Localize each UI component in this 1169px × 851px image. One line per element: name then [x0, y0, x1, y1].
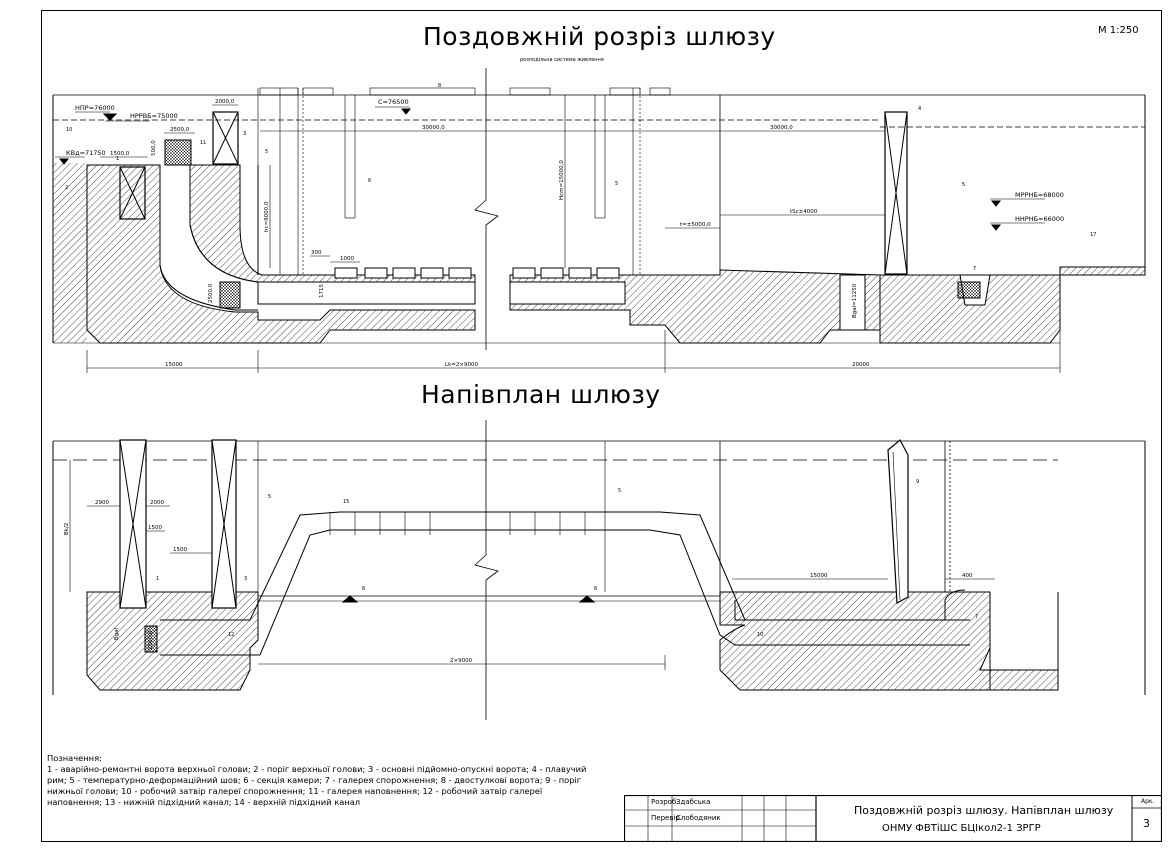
level-c: С=76500 [378, 98, 409, 106]
dim-lk: Lk=2×9000 [445, 362, 478, 368]
plan-num-1: 1 [156, 576, 159, 582]
plan-title: Напівплан шлюзу [421, 380, 661, 409]
num-6: 6 [368, 178, 371, 184]
plan-annotations: 2900 2000 1500 1500 Bk/2 Bgal 2500,0 2×9… [64, 479, 978, 664]
dim-1000: 1000 [340, 256, 354, 262]
level-mprnb: МРРНБ=68000 [1015, 191, 1064, 199]
stamp-org: ОНМУ ФВТіШС БЦІкол2-1 ЗРГР [882, 823, 1041, 834]
num-7: 7 [973, 266, 976, 272]
num-5a: 5 [265, 149, 268, 155]
dim-bgal: Bgal=11250 [852, 283, 858, 318]
num-3: 3 [243, 131, 246, 137]
plan-num-5b: 5 [618, 488, 621, 494]
dim-30000-left: 30000,0 [422, 125, 445, 131]
dim-20000: 20000 [852, 362, 870, 368]
num-10: 10 [66, 127, 72, 133]
level-npr: НПР=76000 [75, 104, 115, 112]
num-1: 1 [116, 156, 119, 162]
plan-dim-2500: 2500,0 [148, 630, 154, 650]
dim-1500: 1500,0 [110, 151, 130, 157]
legend: Позначення: 1 - аварійно-ремонтні ворота… [47, 753, 587, 808]
stamp-title: Поздовжній розріз шлюзу. Напівплан шлюзу [854, 804, 1114, 817]
dim-300: 300 [311, 250, 322, 256]
dim-2500-gal: 2500,0 [208, 283, 214, 303]
level-nprvb: НРРВБ=75000 [130, 112, 178, 120]
dim-2500-top: 2500,0 [170, 127, 190, 133]
plan-num-3: 3 [244, 576, 247, 582]
stamp-role-developer: Розроб. [651, 798, 679, 806]
plan-num-6a: 6 [362, 586, 365, 592]
stamp-sheet-number: 3 [1143, 817, 1150, 830]
section-drawing [52, 68, 1146, 373]
dim-t: t=±5000,0 [680, 222, 711, 228]
dim-hc-mid: Hcm=15000,0 [559, 160, 565, 200]
dim-tsc: tSc±4000 [790, 209, 818, 215]
plan-num-5a: 5 [268, 494, 271, 500]
dim-1715: 1715 [319, 284, 325, 298]
num-2: 2 [65, 185, 68, 191]
num-5c: 5 [962, 182, 965, 188]
level-nnrnb: ННРНБ=66000 [1015, 215, 1064, 223]
stamp-name-checker: Слободяник [676, 814, 721, 822]
drawing-frame [41, 10, 1162, 842]
num-5b: 5 [615, 181, 618, 187]
plan-num-9: 9 [916, 479, 919, 485]
plan-dim-bk2: Bk/2 [64, 523, 70, 535]
legend-text: 1 - аварійно-ремонтні ворота верхньої го… [47, 764, 587, 807]
plan-drawing [52, 420, 1146, 720]
num-11: 11 [200, 140, 206, 146]
stamp-name-developer: Здабська [676, 798, 711, 806]
num-17: 17 [1090, 232, 1096, 238]
plan-dim-1500a: 1500 [148, 525, 162, 531]
dim-2000-top: 2000,0 [215, 99, 235, 105]
plan-dim-2900: 2900 [95, 500, 109, 506]
dim-hc-left: hc=9000,0 [264, 201, 270, 232]
legend-heading: Позначення: [47, 753, 102, 763]
num-4: 4 [918, 106, 921, 112]
plan-dim-bgal: Bgal [114, 627, 120, 640]
plan-dim-15000: 15000 [810, 573, 828, 579]
plan-dim-1500b: 1500 [173, 547, 187, 553]
stamp-sheet-label: Арк. [1141, 798, 1155, 805]
plan-num-12: 12 [228, 632, 234, 638]
level-kv: КВд=71750 [66, 149, 106, 157]
supply-note: розподільна система живлення [520, 57, 604, 63]
num-8: 8 [438, 83, 441, 89]
dim-30000-right: 30000,0 [770, 125, 793, 131]
title-block: Розроб. Здабська Перевір. Слободяник Поз… [624, 795, 1162, 842]
plan-dim-2000: 2000 [150, 500, 164, 506]
plan-num-6b: 6 [594, 586, 597, 592]
plan-num-10: 10 [757, 632, 763, 638]
plan-dim-400: 400 [962, 573, 973, 579]
plan-num-15: 15 [343, 499, 349, 505]
stamp-role-checker: Перевір. [651, 814, 683, 822]
section-title: Поздовжній розріз шлюзу [423, 22, 776, 51]
plan-num-7: 7 [975, 614, 978, 620]
dim-500: 500,0 [151, 140, 157, 156]
section-annotations: розподільна система живлення НПР=76000 Н… [65, 57, 1096, 368]
plan-dim-2x9000: 2×9000 [450, 658, 473, 664]
dim-15000: 15000 [165, 362, 183, 368]
scale-label: М 1:250 [1098, 25, 1139, 36]
